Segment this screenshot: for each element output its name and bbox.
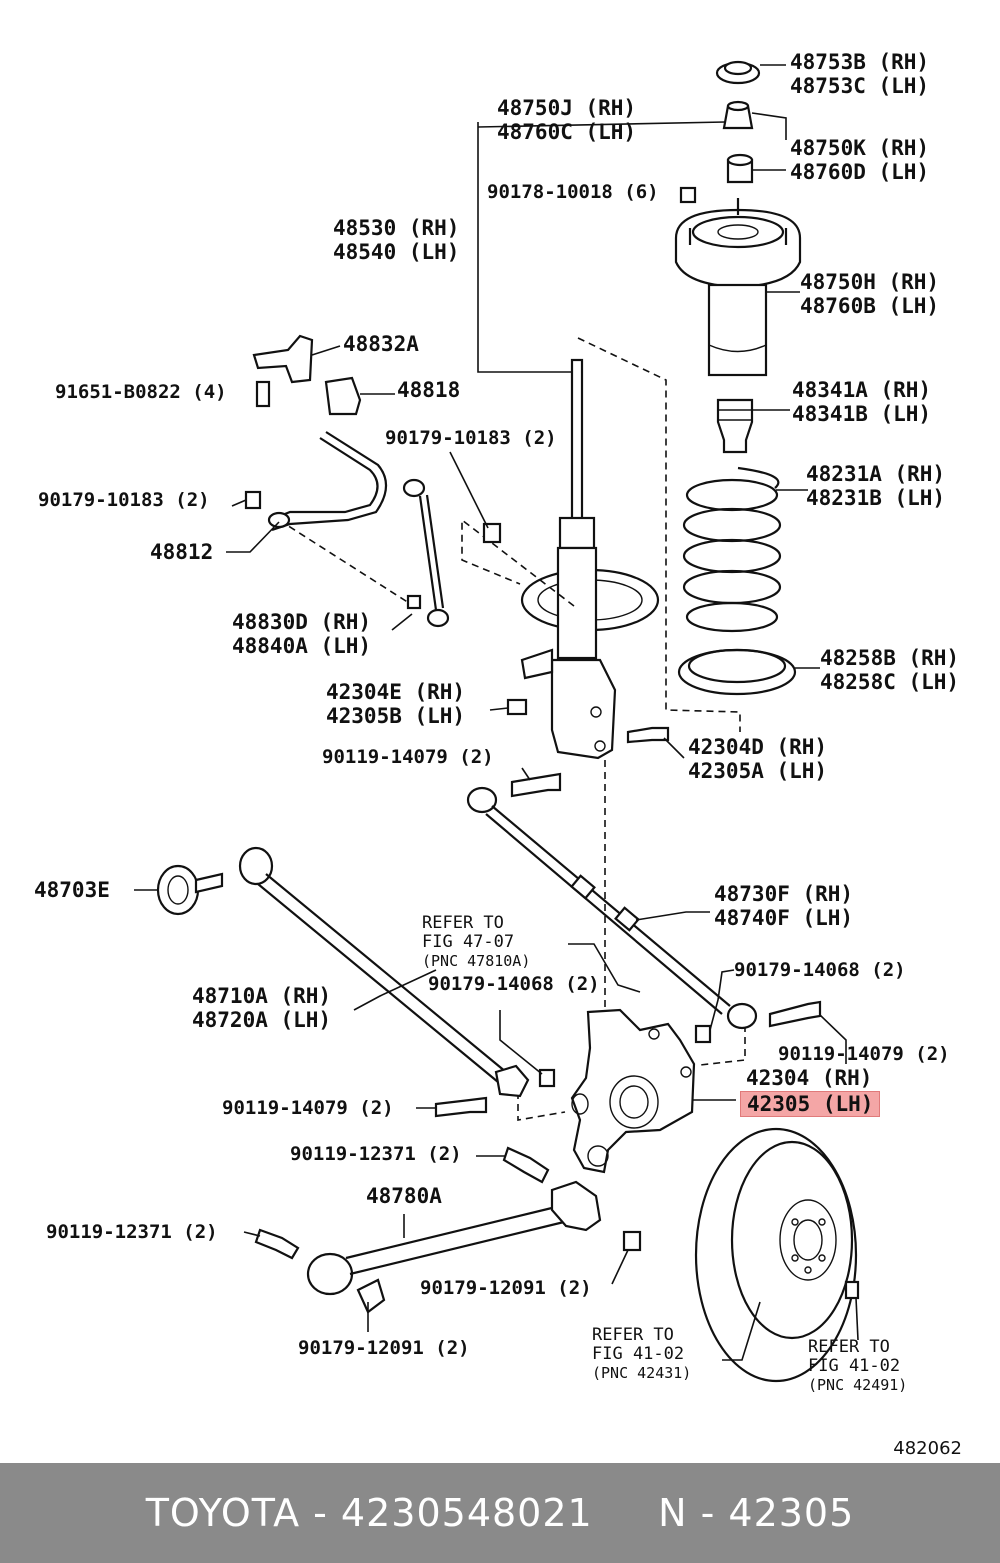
label-48832a[interactable]: 48832A [343,332,419,356]
lateral-arm-part [466,786,758,1030]
label-48730f[interactable]: 48730F (RH)48740F (LH) [714,882,854,930]
arm-bushing-part [156,864,224,916]
arm-bolt-part [510,772,562,798]
strut-mount-part [674,198,802,377]
link-nut-part [482,522,502,544]
strut-bolt-part [506,698,528,716]
label-48812[interactable]: 48812 [150,540,214,564]
small-nut-part [679,186,697,204]
arm-bolt-part [254,1228,300,1260]
stabilizer-bracket-part [252,334,314,384]
upper-cap-part [715,60,761,85]
label-48753[interactable]: 48753B (RH)48753C (LH) [790,50,930,98]
label-90119-14079-c[interactable]: 90119-14079 (2) [778,1043,950,1065]
arm-bolt-part [768,1000,822,1028]
parts-diagram: 48753B (RH)48753C (LH) 48750J (RH)48760C… [34,50,962,1459]
label-90178[interactable]: 90178-10018 (6) [487,181,659,203]
label-90179-12091-b[interactable]: 90179-12091 (2) [298,1337,470,1359]
stabilizer-link-part [402,478,450,628]
label-90179-10183-a[interactable]: 90179-10183 (2) [385,427,557,449]
label-91651[interactable]: 91651-B0822 (4) [55,381,227,403]
figure-number: 482062 [893,1438,962,1459]
bump-stopper-part [716,398,754,454]
rear-axle-carrier-part [570,1008,696,1174]
mount-nut-part [722,100,754,130]
bracket-bolt-part [255,380,271,408]
label-90179-12091-a[interactable]: 90179-12091 (2) [420,1277,592,1299]
label-48780a[interactable]: 48780A [366,1184,442,1208]
label-48750k[interactable]: 48750K (RH)48760D (LH) [790,136,930,184]
arm-nut-part [694,1024,712,1044]
arm-bolt-part [502,1146,550,1184]
spring-insulator-part [677,648,797,696]
label-90119-12371-a[interactable]: 90119-12371 (2) [290,1143,462,1165]
footer-bar: TOYOTA - 4230548021 N - 42305 [0,1463,1000,1563]
stabilizer-bar-part [267,431,388,532]
lower-arm-part [306,1180,602,1314]
arm-bolt-part [434,1096,488,1118]
disc-screw-part [844,1280,860,1300]
arm-nut-part [538,1068,556,1088]
label-48258[interactable]: 48258B (RH)48258C (LH) [820,646,960,694]
label-48703e[interactable]: 48703E [34,878,110,902]
strut-bolt-part [626,726,670,744]
label-48231[interactable]: 48231A (RH)48231B (LH) [806,462,946,510]
label-48750j[interactable]: 48750J (RH)48760C (LH) [497,96,637,144]
label-48341[interactable]: 48341A (RH)48341B (LH) [792,378,932,426]
label-90119-12371-b[interactable]: 90119-12371 (2) [46,1221,218,1243]
link-nut-part [244,490,262,510]
label-42305-highlighted[interactable]: 42305 (LH) [740,1091,881,1117]
label-48750h[interactable]: 48750H (RH)48760B (LH) [800,270,940,318]
arm-nut-part [622,1230,642,1252]
label-42304d[interactable]: 42304D (RH)42305A (LH) [688,735,828,783]
label-90119-14079-a[interactable]: 90119-14079 (2) [322,746,494,768]
footer-part-info: TOYOTA - 4230548021 N - 42305 [145,1491,855,1535]
brake-disc-part [694,1127,858,1383]
label-48818[interactable]: 48818 [397,378,461,402]
label-90179-10183-b[interactable]: 90179-10183 (2) [38,489,210,511]
label-48710a[interactable]: 48710A (RH)48720A (LH) [192,984,332,1032]
label-48530[interactable]: 48530 (RH)48540 (LH) [333,216,460,264]
label-42304e[interactable]: 42304E (RH)42305B (LH) [326,680,466,728]
label-90179-14068-b[interactable]: 90179-14068 (2) [428,973,600,995]
exploded-view-drawing [134,60,860,1383]
label-42304[interactable]: 42304 (RH) [746,1066,873,1090]
trailing-arm-part [238,846,530,1098]
mount-bushing-part [726,153,754,184]
highlight-box: 42305 (LH) [740,1091,881,1117]
coil-spring-part [682,466,782,633]
shock-absorber-part [520,358,660,760]
label-90179-14068-a[interactable]: 90179-14068 (2) [734,959,906,981]
label-48830d[interactable]: 48830D (RH)48840A (LH) [232,610,372,658]
label-90119-14079-b[interactable]: 90119-14079 (2) [222,1097,394,1119]
stabilizer-bushing-part [324,376,362,416]
